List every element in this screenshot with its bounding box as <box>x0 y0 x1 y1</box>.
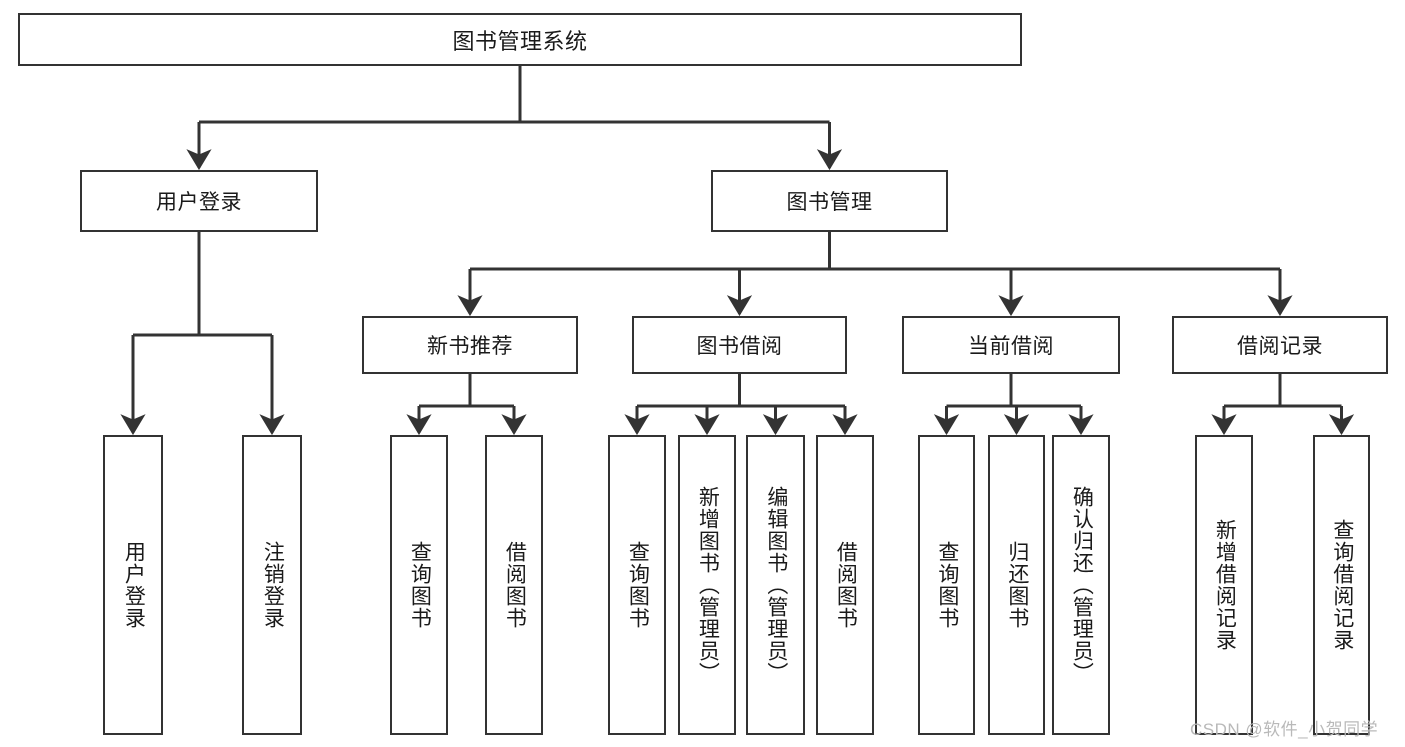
node-label: 编辑图书（管理员） <box>764 486 788 684</box>
node-label: 注销登录 <box>261 541 285 629</box>
node-leaf_6[interactable]: 编辑图书（管理员） <box>746 435 805 735</box>
node-leaf_9[interactable]: 归还图书 <box>988 435 1045 735</box>
node-leaf_7[interactable]: 借阅图书 <box>816 435 874 735</box>
node-label: 查询借阅记录 <box>1330 519 1354 651</box>
node-leaf_5[interactable]: 新增图书（管理员） <box>678 435 736 735</box>
node-leaf_4[interactable]: 查询图书 <box>608 435 666 735</box>
csdn-watermark: CSDN @软件_小贺同学 <box>1190 720 1379 739</box>
node-leaf_12[interactable]: 查询借阅记录 <box>1313 435 1370 735</box>
node-label: 归还图书 <box>1005 541 1029 629</box>
node-label: 图书借阅 <box>696 335 783 358</box>
node-leaf_3[interactable]: 借阅图书 <box>485 435 543 735</box>
node-leaf_0[interactable]: 用户登录 <box>103 435 163 735</box>
node-label: 用户登录 <box>156 191 242 214</box>
node-leaf_11[interactable]: 新增借阅记录 <box>1195 435 1253 735</box>
node-l1_0[interactable]: 用户登录 <box>80 170 318 232</box>
node-label: 借阅图书 <box>834 541 858 629</box>
node-label: 查询图书 <box>935 541 959 629</box>
node-label: 用户登录 <box>122 541 146 629</box>
node-l2_0[interactable]: 新书推荐 <box>362 316 578 374</box>
connector-lines <box>120 66 1355 436</box>
node-label: 当前借阅 <box>968 335 1054 358</box>
node-l2_1[interactable]: 图书借阅 <box>632 316 847 374</box>
node-label: 确认归还（管理员） <box>1070 486 1094 684</box>
node-label: 查询图书 <box>626 541 650 629</box>
node-label: 新增借阅记录 <box>1213 519 1237 651</box>
node-label: 查询图书 <box>408 541 432 629</box>
node-label: 借阅记录 <box>1237 335 1323 358</box>
node-leaf_10[interactable]: 确认归还（管理员） <box>1052 435 1110 735</box>
node-root[interactable]: 图书管理系统 <box>18 13 1022 66</box>
node-label: 新增图书（管理员） <box>696 486 720 684</box>
node-l2_3[interactable]: 借阅记录 <box>1172 316 1388 374</box>
node-l1_1[interactable]: 图书管理 <box>711 170 948 232</box>
node-leaf_1[interactable]: 注销登录 <box>242 435 302 735</box>
node-leaf_8[interactable]: 查询图书 <box>918 435 975 735</box>
node-label: 借阅图书 <box>503 541 527 629</box>
node-label: 图书管理 <box>786 191 873 214</box>
node-l2_2[interactable]: 当前借阅 <box>902 316 1120 374</box>
node-label: 新书推荐 <box>427 335 513 358</box>
node-leaf_2[interactable]: 查询图书 <box>390 435 448 735</box>
node-label: 图书管理系统 <box>452 28 588 54</box>
